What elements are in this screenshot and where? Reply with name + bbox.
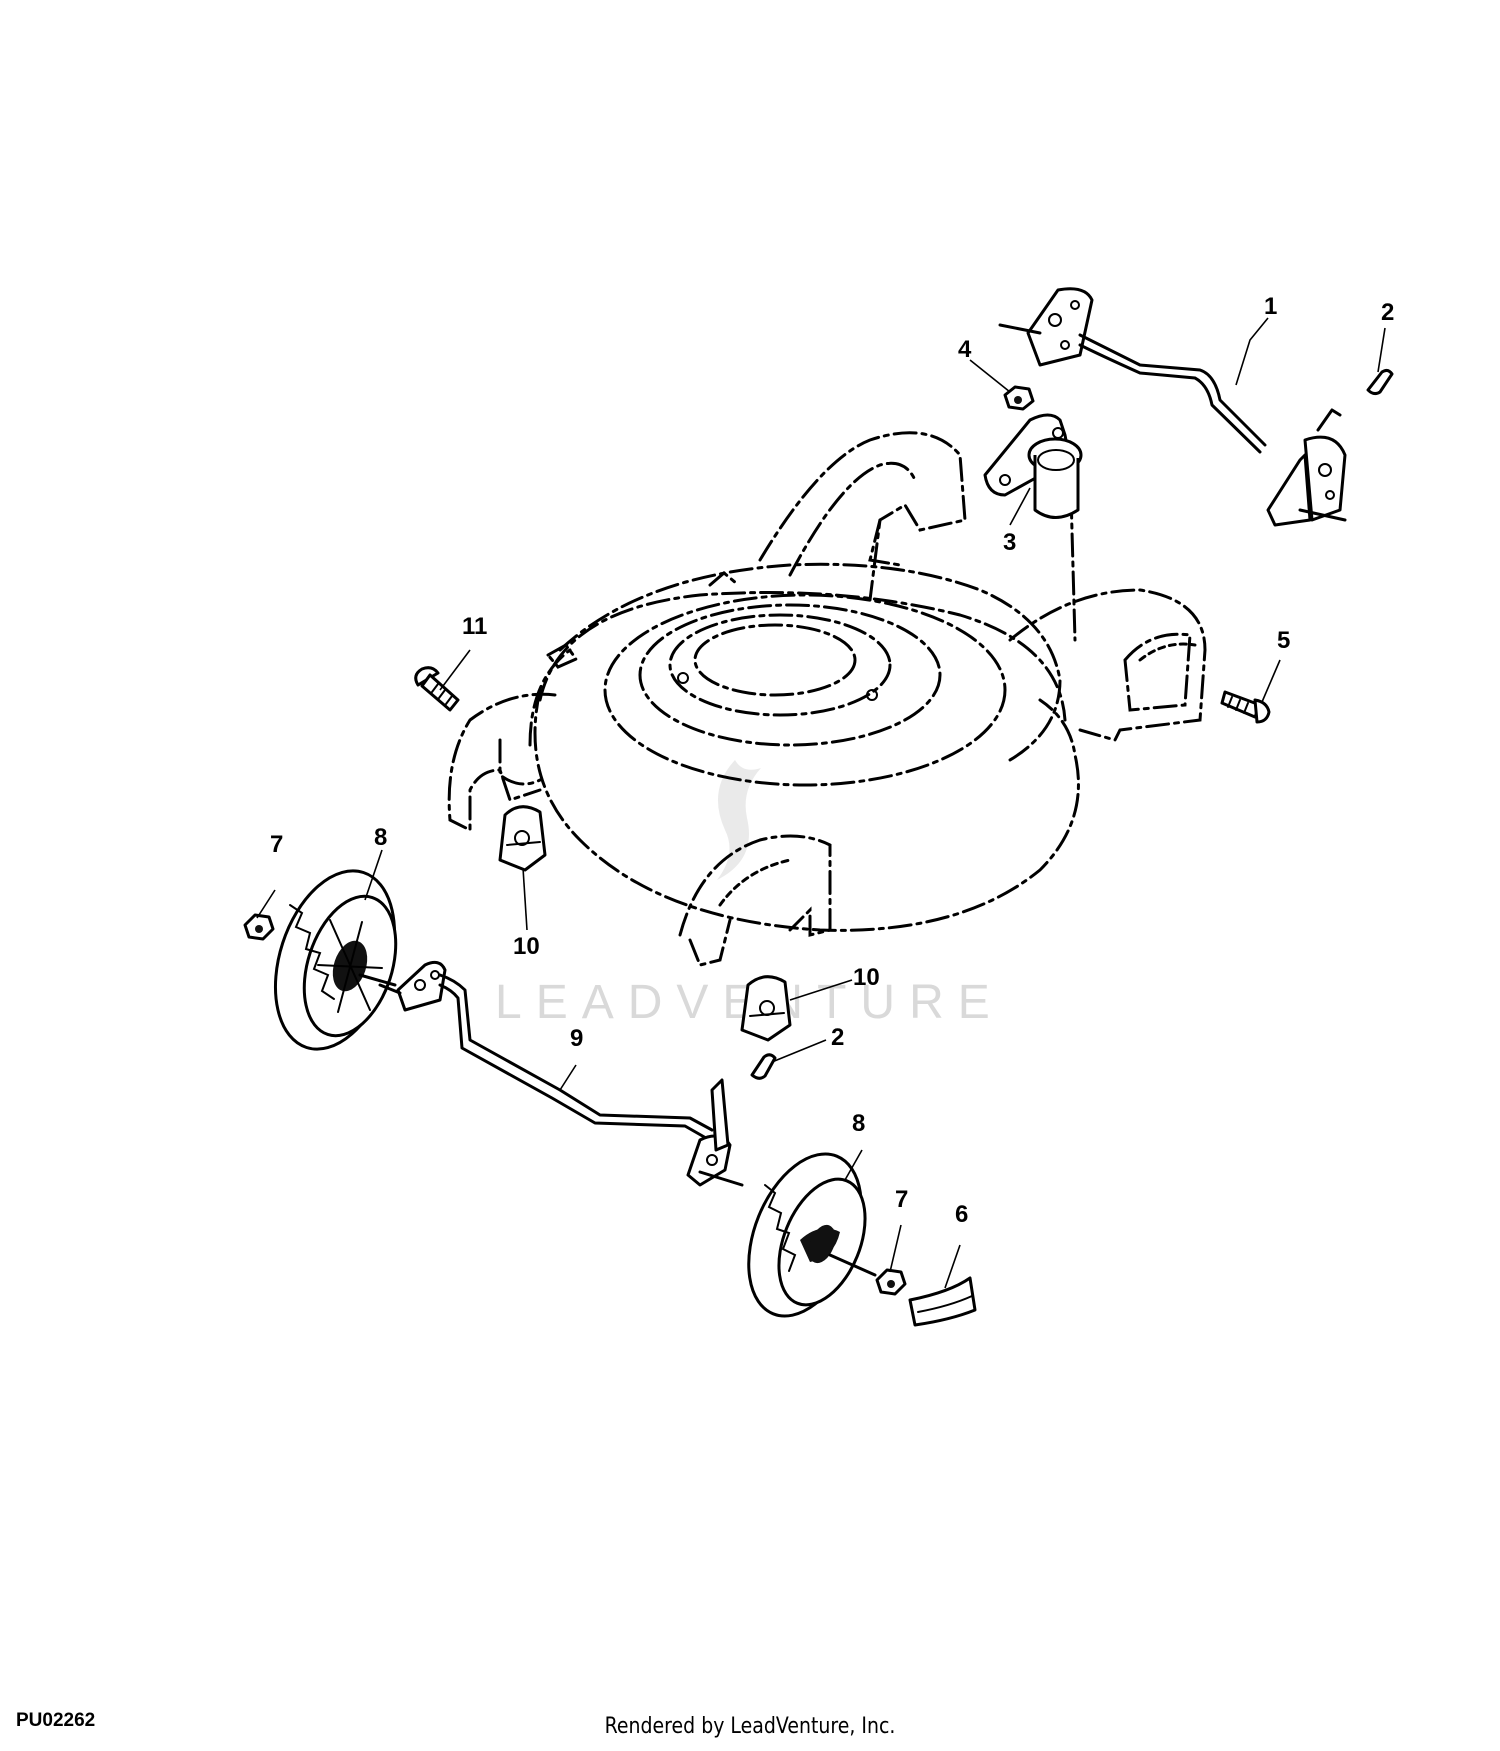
part-4-nut	[1003, 385, 1035, 411]
part-2-pin-upper	[1366, 368, 1394, 396]
callout-8-left: 8	[374, 824, 387, 851]
callout-2-upper: 2	[1381, 299, 1394, 326]
callout-7-right: 7	[895, 1186, 908, 1213]
part-7-nut-left	[243, 913, 275, 941]
mower-deck	[447, 431, 1207, 967]
callout-10-left: 10	[513, 933, 540, 960]
callout-11: 11	[462, 613, 487, 640]
callout-3: 3	[1003, 529, 1016, 556]
callout-6: 6	[955, 1201, 968, 1228]
leader-lines	[256, 317, 1386, 1289]
callout-2-lower: 2	[831, 1024, 844, 1051]
part-3-pivot-bracket	[983, 413, 1083, 519]
part-8-wheel-right	[747, 1152, 877, 1318]
part-1-rear-height-adjuster	[998, 287, 1347, 527]
part-6-trim-strip	[908, 1276, 977, 1327]
callout-5: 5	[1277, 627, 1290, 654]
part-10-bracket-left	[498, 805, 547, 872]
callout-9: 9	[570, 1025, 583, 1052]
part-5-bolt	[1220, 690, 1271, 724]
callout-10-right: 10	[853, 964, 880, 991]
part-9-front-height-adjuster	[378, 960, 744, 1187]
part-7-nut-right	[875, 1268, 907, 1296]
render-credit: Rendered by LeadVenture, Inc.	[604, 1714, 896, 1739]
part-2-pin-lower	[750, 1053, 777, 1080]
part-11-bolt	[414, 666, 460, 712]
callout-7-left: 7	[270, 831, 283, 858]
callout-4: 4	[958, 336, 972, 363]
part-8-wheel-left	[273, 869, 398, 1051]
part-10-bracket-right	[740, 975, 792, 1042]
callouts: 1 2 2 3 4 5 6 7 7 8 8 9 10 10 11	[270, 293, 1394, 1228]
callout-1: 1	[1264, 293, 1277, 320]
callout-8-right: 8	[852, 1110, 865, 1137]
figure-id: PU02262	[16, 1710, 96, 1731]
watermark-logo	[717, 760, 761, 880]
